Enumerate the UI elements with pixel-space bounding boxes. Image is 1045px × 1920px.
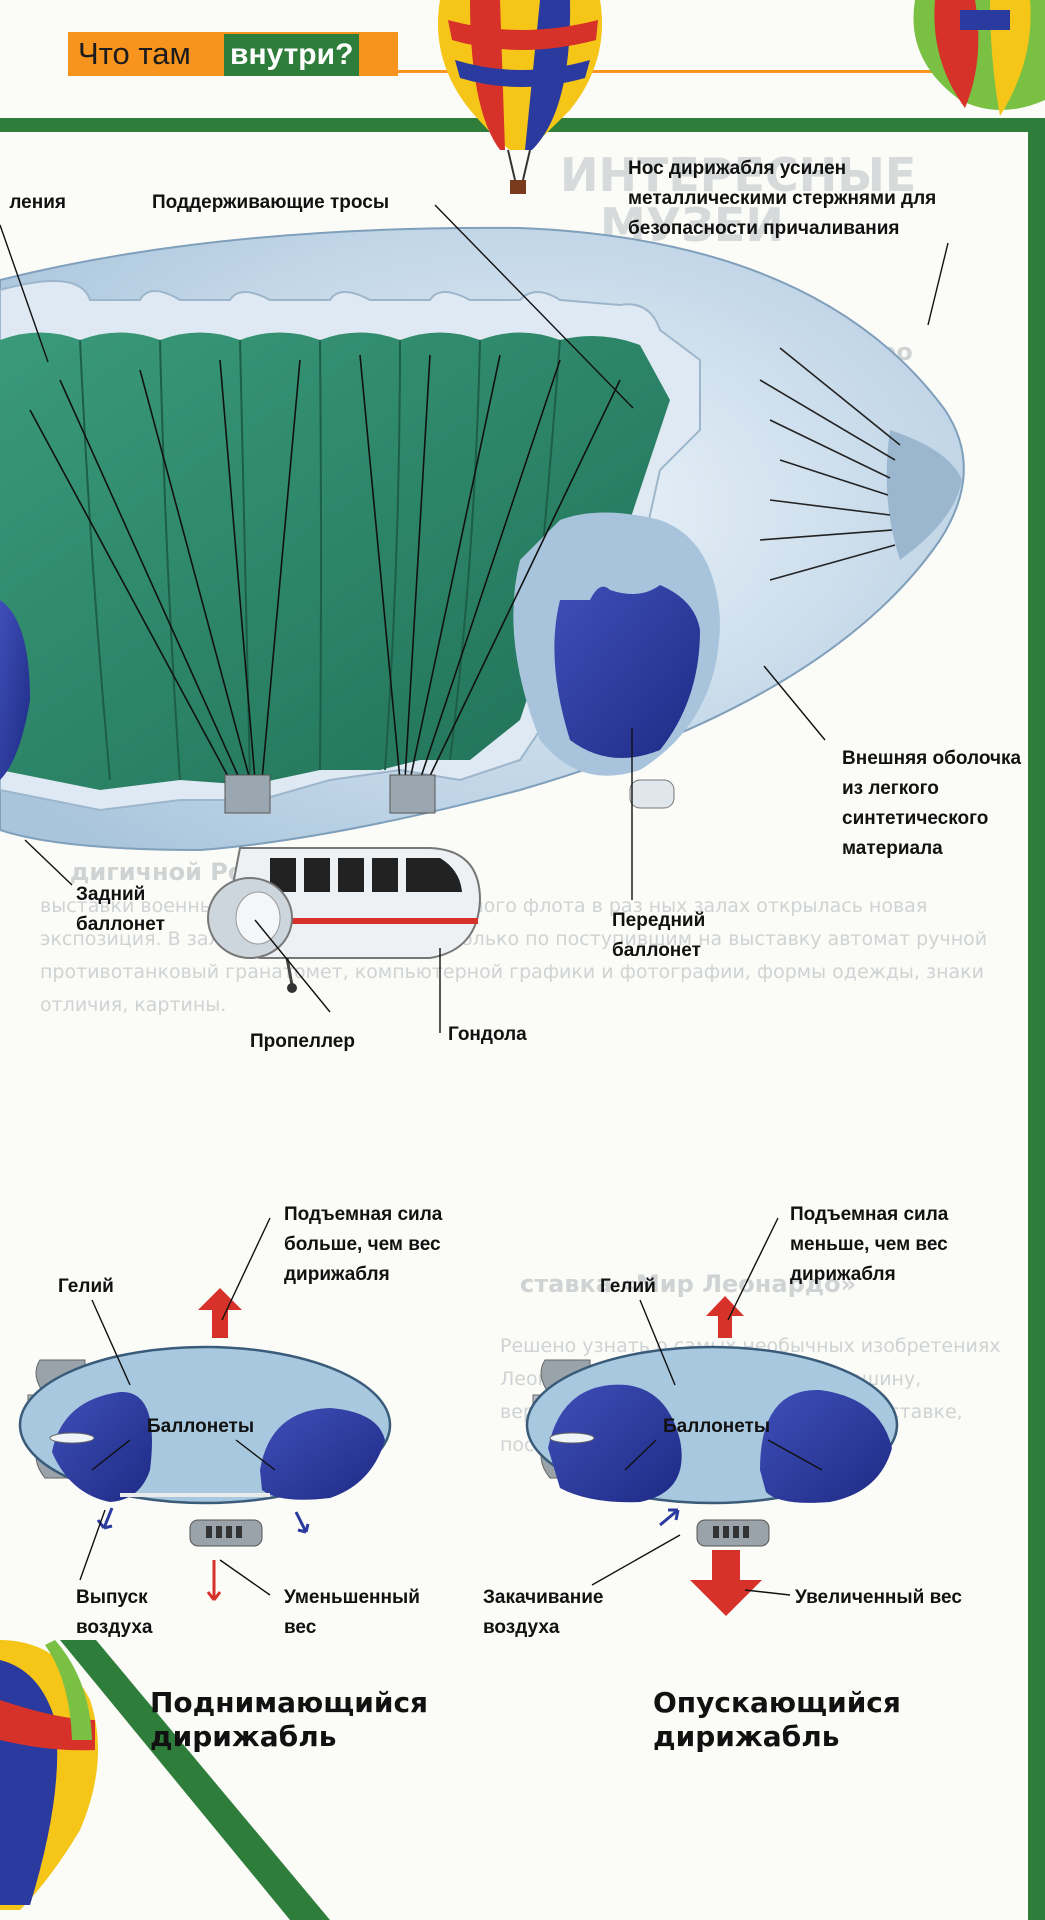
label-front-ballonet: Передний баллонет (612, 906, 742, 966)
descending-lift-label: Подъемная сила меньше, чем вес дирижабля (790, 1200, 990, 1290)
ascending-helium-label: Гелий (58, 1272, 138, 1302)
hot-air-balloon-top (438, 0, 602, 194)
ascending-weight-label: Уменьшенный вес (284, 1583, 454, 1643)
hot-air-balloon-bottom-left (0, 1640, 98, 1910)
ascending-title-line1: Поднимающийся (150, 1686, 450, 1720)
label-nose-reinforced: Нос дирижабля усилен металлическими стер… (628, 154, 998, 244)
descending-air-in-label: Закачивание воздуха (483, 1583, 613, 1643)
descending-title-line1: Опускающийся (653, 1686, 953, 1720)
frame-diagonal (60, 1640, 330, 1920)
label-gondola: Гондола (448, 1020, 568, 1050)
hot-air-balloon-corner (913, 0, 1045, 116)
label-propeller: Пропеллер (250, 1027, 390, 1057)
label-steering-partial: ления (0, 188, 66, 218)
descending-ballonets-label: Баллонеты (663, 1412, 793, 1442)
main-airship-diagram (0, 228, 964, 993)
descending-helium-label: Гелий (600, 1272, 680, 1302)
ascending-title-line2: дирижабль (150, 1720, 450, 1754)
ascending-lift-label: Подъемная сила больше, чем вес дирижабля (284, 1200, 484, 1290)
descending-airship-diagram (527, 1296, 897, 1616)
label-rear-ballonet: Задний баллонет (76, 880, 196, 940)
ascending-airship-diagram (20, 1288, 390, 1600)
ascending-air-out-label: Выпуск воздуха (76, 1583, 176, 1643)
descending-weight-label: Увеличенный вес (795, 1583, 965, 1613)
label-outer-envelope: Внешняя оболочка из легкого синтетическо… (842, 744, 1022, 864)
ascending-ballonets-label: Баллонеты (147, 1412, 277, 1442)
descending-title-line2: дирижабль (653, 1720, 953, 1754)
label-support-cables: Поддерживающие тросы (152, 188, 452, 218)
